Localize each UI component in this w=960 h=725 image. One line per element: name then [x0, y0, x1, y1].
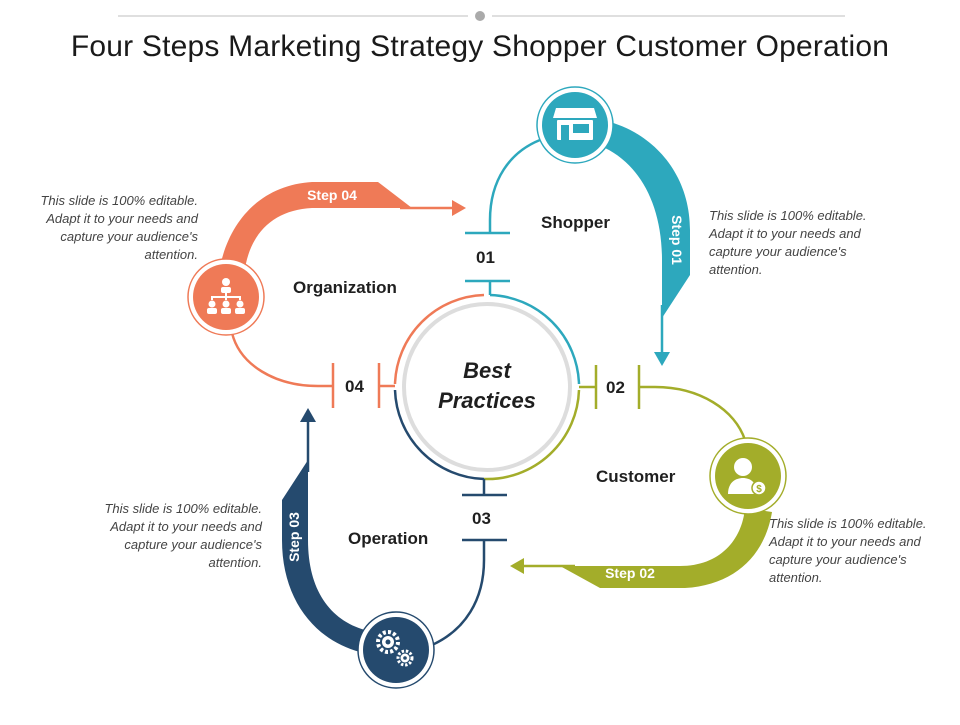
slide-title: Four Steps Marketing Strategy Shopper Cu… — [70, 30, 890, 63]
desc-shopper: This slide is 100% editable. Adapt it to… — [709, 208, 867, 277]
inner-arc-customer — [483, 389, 581, 481]
connector-02 — [579, 365, 747, 441]
label-shopper: Shopper — [541, 213, 610, 232]
operation-icon-circle — [357, 611, 435, 689]
connector-04 — [230, 332, 395, 408]
inner-arc-organization — [393, 293, 485, 385]
step-01-text: Step 01 — [669, 215, 685, 265]
desc-organization: This slide is 100% editable. Adapt it to… — [40, 193, 198, 262]
customer-dollar-icon: $ — [728, 458, 767, 496]
step-number-02: 02 — [606, 378, 625, 397]
inner-arc-shopper — [489, 293, 581, 385]
org-chart-icon — [207, 278, 245, 314]
label-operation: Operation — [348, 529, 429, 548]
organization-icon-circle — [187, 258, 265, 336]
step-number-01: 01 — [476, 248, 495, 267]
step-number-03: 03 — [472, 509, 491, 528]
customer-icon-circle: $ — [709, 437, 787, 515]
connector-01 — [465, 138, 541, 295]
desc-customer: This slide is 100% editable. Adapt it to… — [769, 516, 927, 585]
label-customer: Customer — [596, 467, 676, 486]
step-02-band: Step 02 — [510, 508, 772, 588]
desc-operation: This slide is 100% editable. Adapt it to… — [104, 501, 262, 570]
step-03-band: Step 03 — [282, 408, 365, 652]
inner-arc-operation — [393, 389, 485, 481]
center-label-line2: Practices — [438, 388, 536, 413]
step-02-text: Step 02 — [605, 565, 655, 581]
center-label: Best Practices — [412, 356, 562, 416]
label-organization: Organization — [293, 278, 397, 297]
step-04-band: Step 04 — [219, 182, 466, 276]
center-circle — [402, 302, 572, 472]
step-01-band: Step 01 — [605, 122, 690, 366]
shopper-icon-circle — [536, 86, 614, 164]
center-label-line1: Best — [463, 358, 511, 383]
connector-03 — [431, 479, 507, 647]
svg-text:$: $ — [756, 484, 762, 495]
step-03-text: Step 03 — [286, 512, 302, 562]
top-divider-dot — [475, 11, 485, 21]
gears-icon — [376, 630, 414, 667]
step-04-text: Step 04 — [307, 187, 357, 203]
step-number-04: 04 — [345, 377, 364, 396]
store-icon — [553, 108, 597, 140]
